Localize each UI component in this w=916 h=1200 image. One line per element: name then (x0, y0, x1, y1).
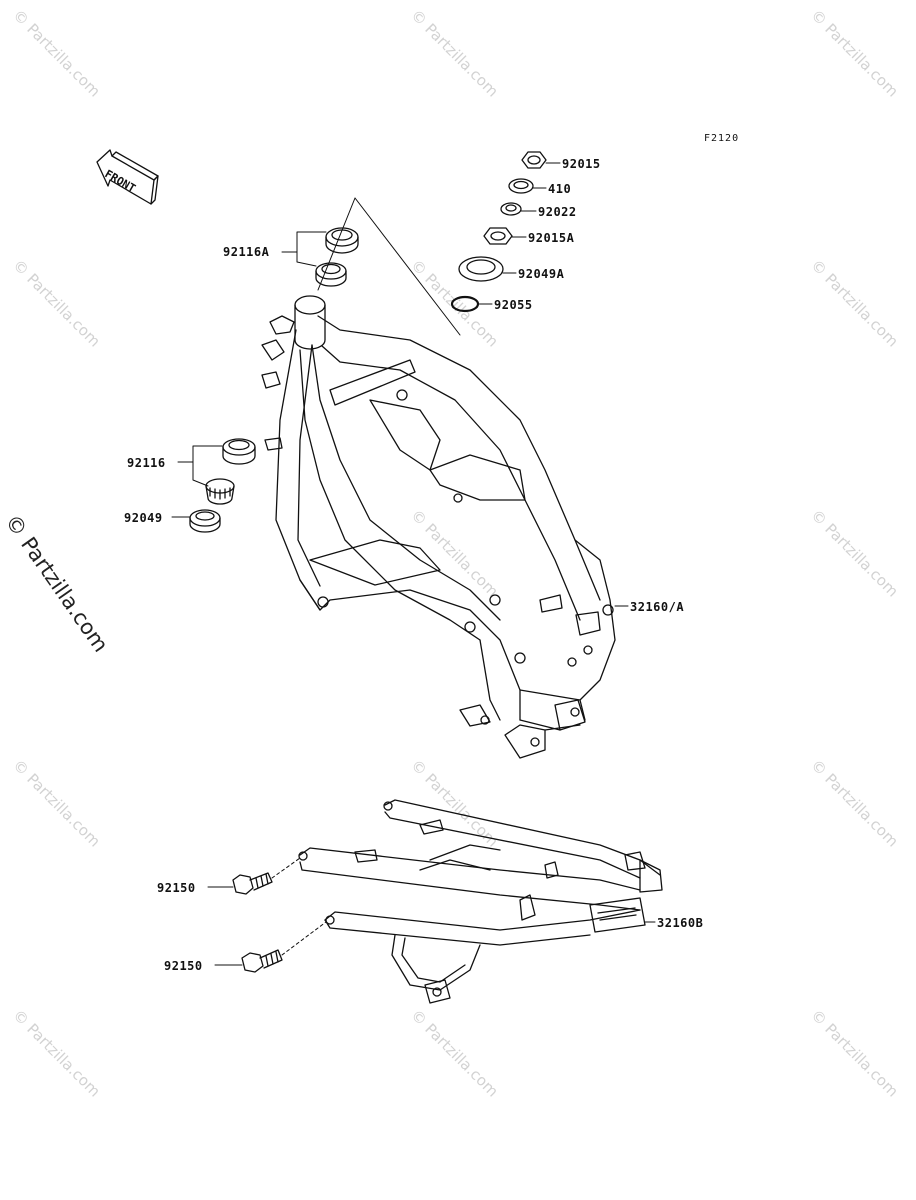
callout-32160a[interactable]: 32160/A (630, 600, 685, 614)
race-92116a-icon (315, 227, 359, 287)
front-arrow-icon: FRONT (96, 149, 159, 205)
seal-92049a-icon (458, 256, 504, 282)
washer-410-icon (508, 178, 534, 194)
main-frame-icon (261, 295, 616, 759)
nut-92015-icon (521, 151, 547, 169)
washer-92022-icon (500, 202, 522, 216)
callout-92049[interactable]: 92049 (124, 511, 163, 525)
bolt-92150-upper-icon (232, 872, 273, 895)
callout-92116[interactable]: 92116 (127, 456, 166, 470)
callout-92015[interactable]: 92015 (562, 157, 601, 171)
callout-92049a[interactable]: 92049A (518, 267, 565, 281)
callout-410[interactable]: 410 (548, 182, 572, 196)
nut-92015a-icon (483, 227, 513, 245)
leader-lines (171, 162, 656, 966)
oring-92055-icon (450, 295, 480, 313)
callout-92022[interactable]: 92022 (538, 205, 577, 219)
seal-92049-icon (189, 509, 221, 533)
figure-code: F2120 (704, 133, 740, 144)
race-92116-icon (205, 438, 256, 505)
callout-92150-upper[interactable]: 92150 (157, 881, 196, 895)
callout-92116a[interactable]: 92116A (223, 245, 270, 259)
callout-92150-lower[interactable]: 92150 (164, 959, 203, 973)
bolt-92150-lower-icon (241, 949, 283, 973)
callout-92055[interactable]: 92055 (494, 298, 533, 312)
sub-frame-icon (298, 799, 663, 1004)
callout-32160b[interactable]: 32160B (657, 916, 704, 930)
callout-92015a[interactable]: 92015A (528, 231, 575, 245)
